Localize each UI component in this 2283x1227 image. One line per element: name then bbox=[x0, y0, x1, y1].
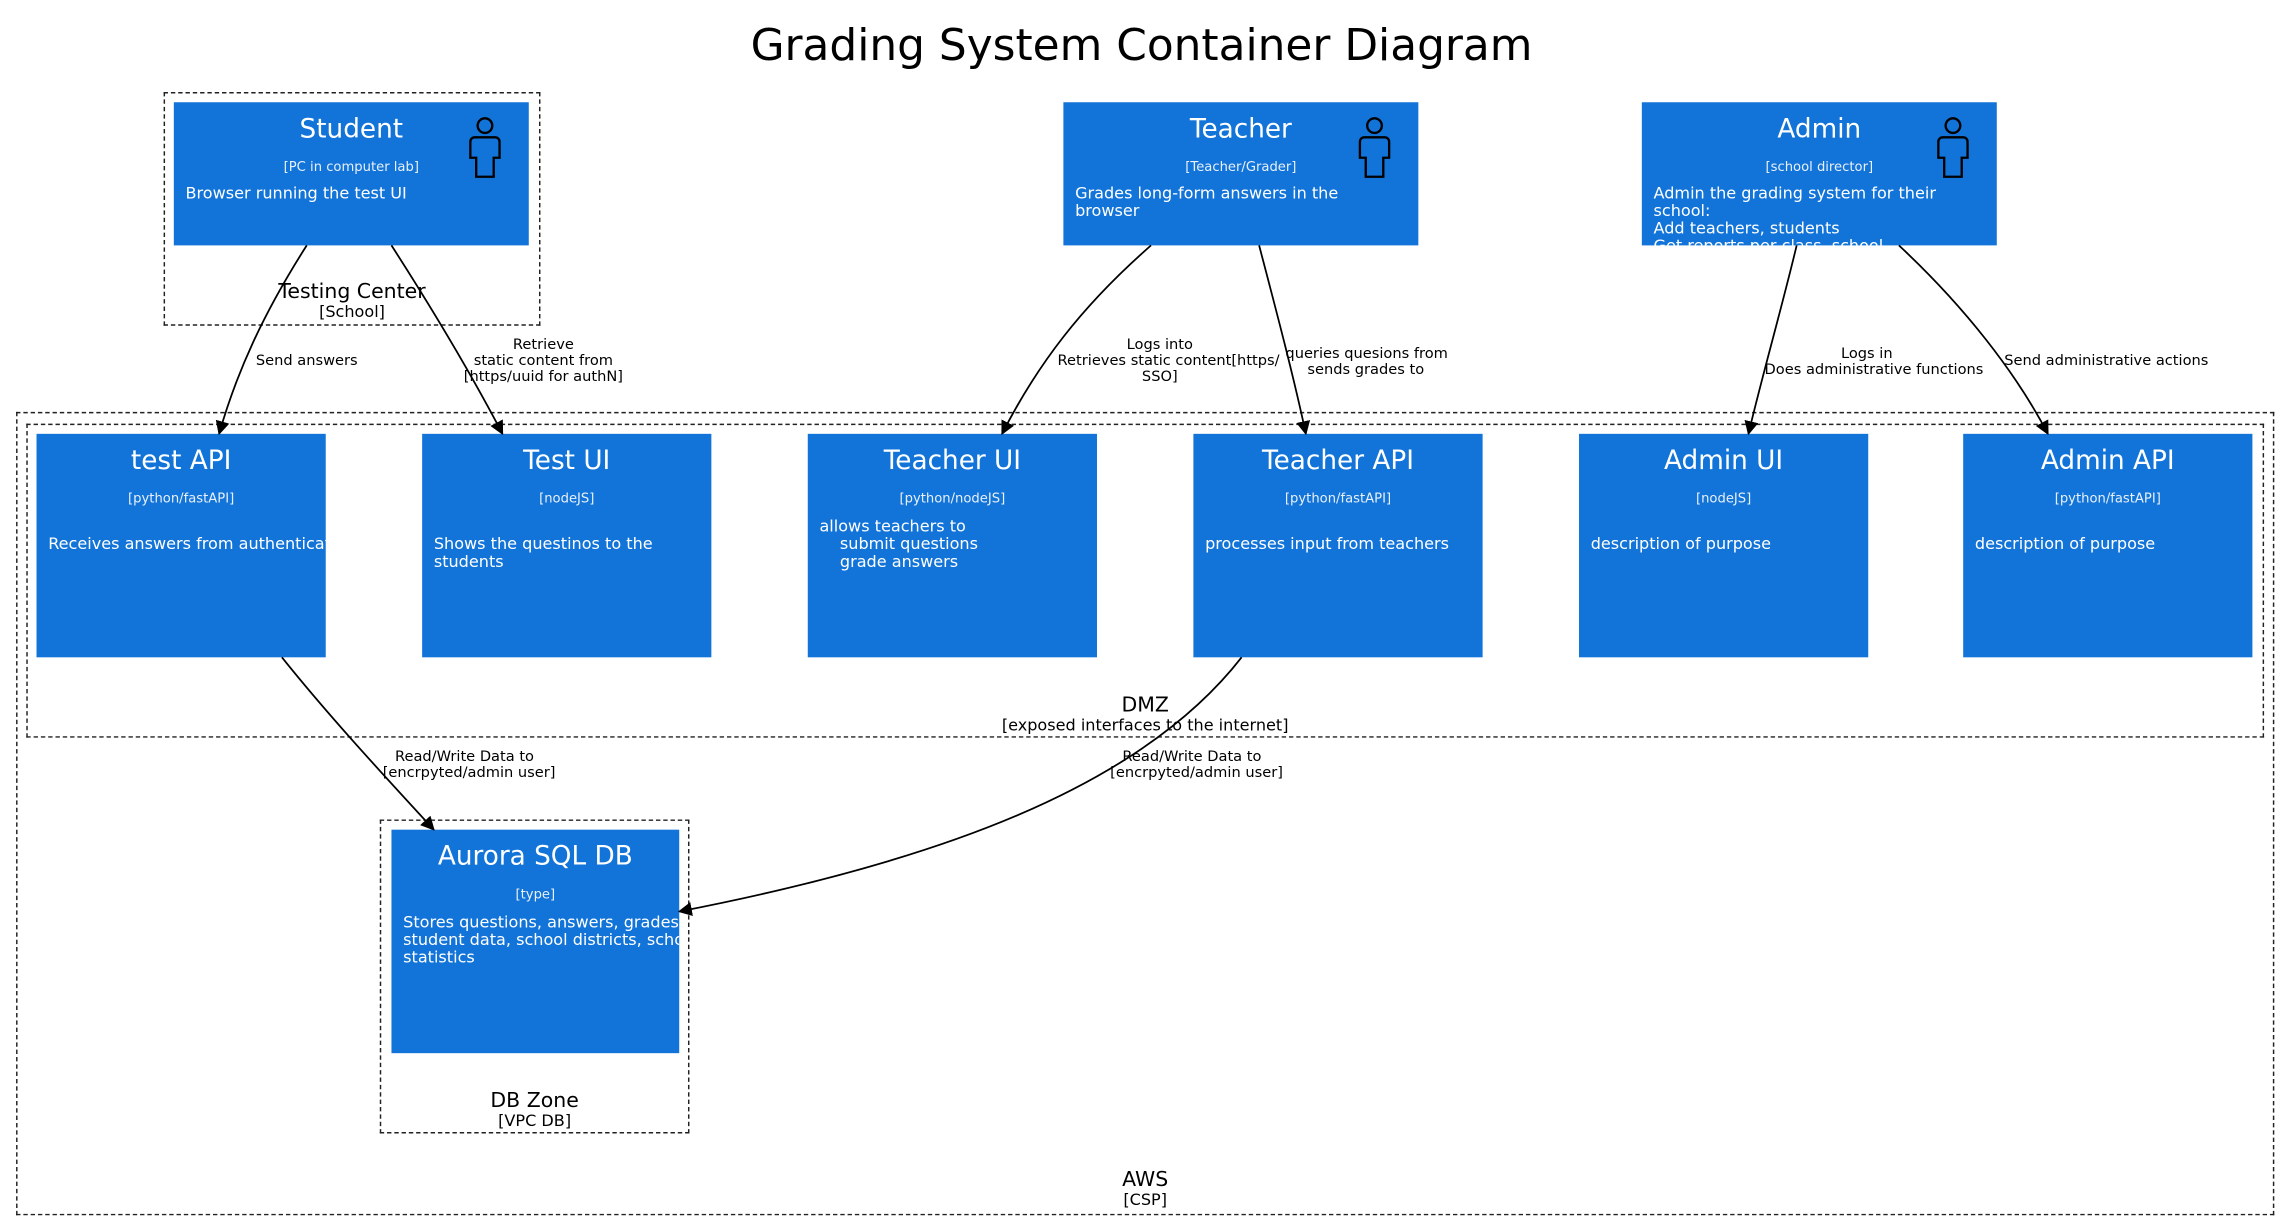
boundary-type: [CSP] bbox=[1123, 1190, 1168, 1210]
aws-boundary: AWS [CSP] bbox=[16, 411, 2275, 1216]
teacher-person[interactable]: Teacher [Teacher/Grader] Grades long-for… bbox=[1063, 102, 1419, 246]
admin-ui-container[interactable]: Admin UI [nodeJS] description of purpose bbox=[1579, 433, 1869, 658]
edge-admin-adminui bbox=[1744, 245, 1798, 436]
student-person[interactable]: Student [PC in computer lab] Browser run… bbox=[173, 102, 529, 246]
container-description: Receives answers from authenticated u bbox=[48, 536, 326, 554]
edge-label-teacher-teacherapi: queries quesions from sends grades to bbox=[1285, 346, 1448, 379]
container-tech: [python/fastAPI] bbox=[1284, 492, 1392, 507]
edge-student-testapi bbox=[215, 244, 308, 436]
boundary-type: [School] bbox=[319, 302, 385, 322]
container-tech: [python/fastAPI] bbox=[128, 492, 235, 507]
container-name: Test UI bbox=[523, 445, 611, 477]
test-ui-container[interactable]: Test UI [nodeJS] Shows the questinos to … bbox=[422, 433, 712, 658]
admin-api-container[interactable]: Admin API [python/fastAPI] description o… bbox=[1963, 433, 2253, 658]
person-description: Browser running the test UI bbox=[185, 185, 407, 204]
boundary-name: Testing Center bbox=[278, 280, 426, 304]
container-tech: [nodeJS] bbox=[1695, 492, 1752, 507]
container-name: Teacher API bbox=[1262, 445, 1414, 477]
boundary-type: [VPC DB] bbox=[498, 1111, 572, 1131]
edge-label-student-testapi: Send answers bbox=[255, 353, 358, 370]
container-name: Aurora SQL DB bbox=[437, 841, 633, 873]
boundary-name: DMZ bbox=[1121, 693, 1169, 718]
edge-label-testapi-db: Read/Write Data to [encrpyted/admin user… bbox=[382, 749, 556, 782]
container-name: Admin API bbox=[2040, 445, 2175, 477]
container-tech: [type] bbox=[515, 888, 556, 903]
teacher-ui-container[interactable]: Teacher UI [python/nodeJS] allows teache… bbox=[807, 433, 1097, 658]
db-zone-boundary: DB Zone [VPC DB] bbox=[379, 819, 690, 1134]
container-description: description of purpose bbox=[1974, 536, 2156, 554]
test-api-container[interactable]: test API [python/fastAPI] Receives answe… bbox=[36, 433, 326, 658]
person-tech: [PC in computer lab] bbox=[283, 160, 419, 176]
edge-teacher-teacherapi bbox=[1258, 245, 1311, 436]
container-tech: [python/fastAPI] bbox=[2054, 492, 2161, 507]
admin-person[interactable]: Admin [school director] Admin the gradin… bbox=[1641, 102, 1997, 255]
container-description: allows teachers to submit questions grad… bbox=[819, 518, 978, 572]
person-icon bbox=[1358, 117, 1391, 178]
person-description: Grades long-form answers in the browser bbox=[1075, 185, 1344, 221]
dmz-boundary: DMZ [exposed interfaces to the internet] bbox=[26, 423, 2265, 738]
boundary-name: AWS bbox=[1122, 1168, 1169, 1192]
container-name: test API bbox=[130, 445, 232, 477]
person-tech: [school director] bbox=[1765, 160, 1874, 176]
boundary-type: [exposed interfaces to the internet] bbox=[1001, 715, 1289, 735]
edge-label-student-testui: Retrieve static content from [https/uuid… bbox=[463, 337, 624, 386]
container-tech: [python/nodeJS] bbox=[899, 492, 1006, 507]
container-description: description of purpose bbox=[1590, 536, 1772, 554]
person-tech: [Teacher/Grader] bbox=[1185, 160, 1297, 176]
teacher-api-container[interactable]: Teacher API [python/fastAPI] processes i… bbox=[1193, 433, 1483, 658]
container-description: Shows the questinos to the students bbox=[433, 536, 658, 572]
edge-label-admin-adminapi: Send administrative actions bbox=[2004, 353, 2209, 370]
aurora-db-container[interactable]: Aurora SQL DB [type] Stores questions, a… bbox=[391, 829, 680, 1054]
person-name: Teacher bbox=[1189, 113, 1292, 145]
container-tech: [nodeJS] bbox=[539, 492, 595, 507]
container-description: processes input from teachers bbox=[1205, 536, 1450, 554]
edge-label-teacher-teacherui: Logs into Retrieves static content[https… bbox=[1057, 337, 1280, 386]
edge-teacher-teacherui bbox=[1001, 244, 1152, 436]
person-icon bbox=[1937, 117, 1969, 178]
person-name: Admin bbox=[1777, 113, 1862, 145]
person-name: Student bbox=[299, 113, 404, 145]
edge-teacherapi-db bbox=[677, 656, 1243, 916]
diagram-title: Grading System Container Diagram bbox=[750, 20, 1533, 72]
container-name: Teacher UI bbox=[883, 445, 1022, 477]
edge-label-teacherapi-db: Read/Write Data to [encrpyted/admin user… bbox=[1110, 749, 1283, 782]
person-icon bbox=[469, 117, 501, 178]
edge-student-testui bbox=[390, 244, 504, 436]
edge-testapi-db bbox=[281, 656, 435, 831]
edge-label-admin-adminui: Logs in Does administrative functions bbox=[1764, 346, 1984, 379]
boundary-name: DB Zone bbox=[490, 1089, 579, 1114]
container-name: Admin UI bbox=[1664, 445, 1784, 477]
testing-center-boundary: Testing Center [School] bbox=[163, 92, 541, 326]
edge-admin-adminapi bbox=[1898, 244, 2049, 436]
container-description: Stores questions, answers, grades, stude… bbox=[403, 914, 680, 967]
person-description: Admin the grading system for their schoo… bbox=[1653, 185, 1936, 256]
